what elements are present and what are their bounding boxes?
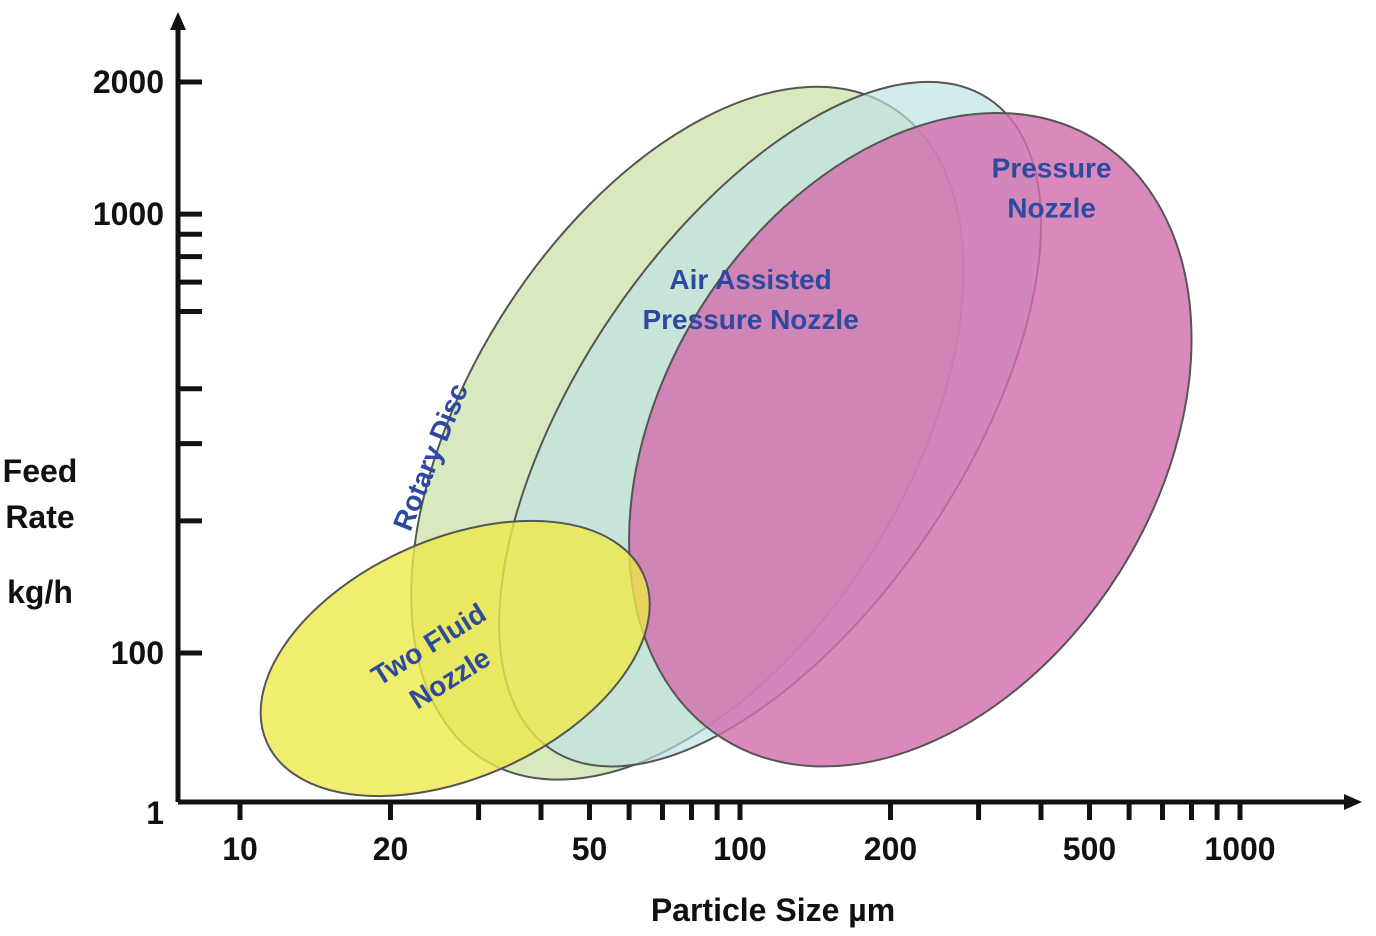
- region-pressure-nozzle: [628, 111, 1193, 768]
- y-axis-title-line: Feed: [3, 453, 78, 489]
- x-tick-label-1000: 1000: [1204, 831, 1275, 867]
- x-axis-arrowhead: [1344, 794, 1362, 810]
- x-tick-label-100: 100: [713, 831, 766, 867]
- y-tick-label-1000: 1000: [93, 196, 164, 232]
- x-tick-label-500: 500: [1063, 831, 1116, 867]
- x-axis-title: Particle Size µm: [651, 892, 895, 928]
- x-tick-label-50: 50: [572, 831, 608, 867]
- y-tick-label-1: 1: [146, 795, 164, 831]
- y-axis-title-line: Rate: [5, 499, 74, 535]
- y-axis-arrowhead: [170, 12, 186, 30]
- region-label-line: Air Assisted: [669, 264, 831, 295]
- region-two-fluid-nozzle: [259, 519, 651, 798]
- region-label-line: Pressure Nozzle: [642, 304, 858, 335]
- region-label-line: Pressure: [992, 153, 1112, 184]
- x-tick-label-20: 20: [373, 831, 409, 867]
- regions-layer: [259, 80, 1193, 798]
- y-tick-label-100: 100: [111, 635, 164, 671]
- axes-layer: 10 20 50 100 200 500 1000 1 100 1000 2000: [93, 12, 1362, 867]
- x-tick-label-200: 200: [864, 831, 917, 867]
- x-tick-label-10: 10: [222, 831, 258, 867]
- y-tick-label-2000: 2000: [93, 64, 164, 100]
- y-axis-title-line: kg/h: [7, 574, 73, 610]
- region-label-line: Nozzle: [1007, 193, 1096, 224]
